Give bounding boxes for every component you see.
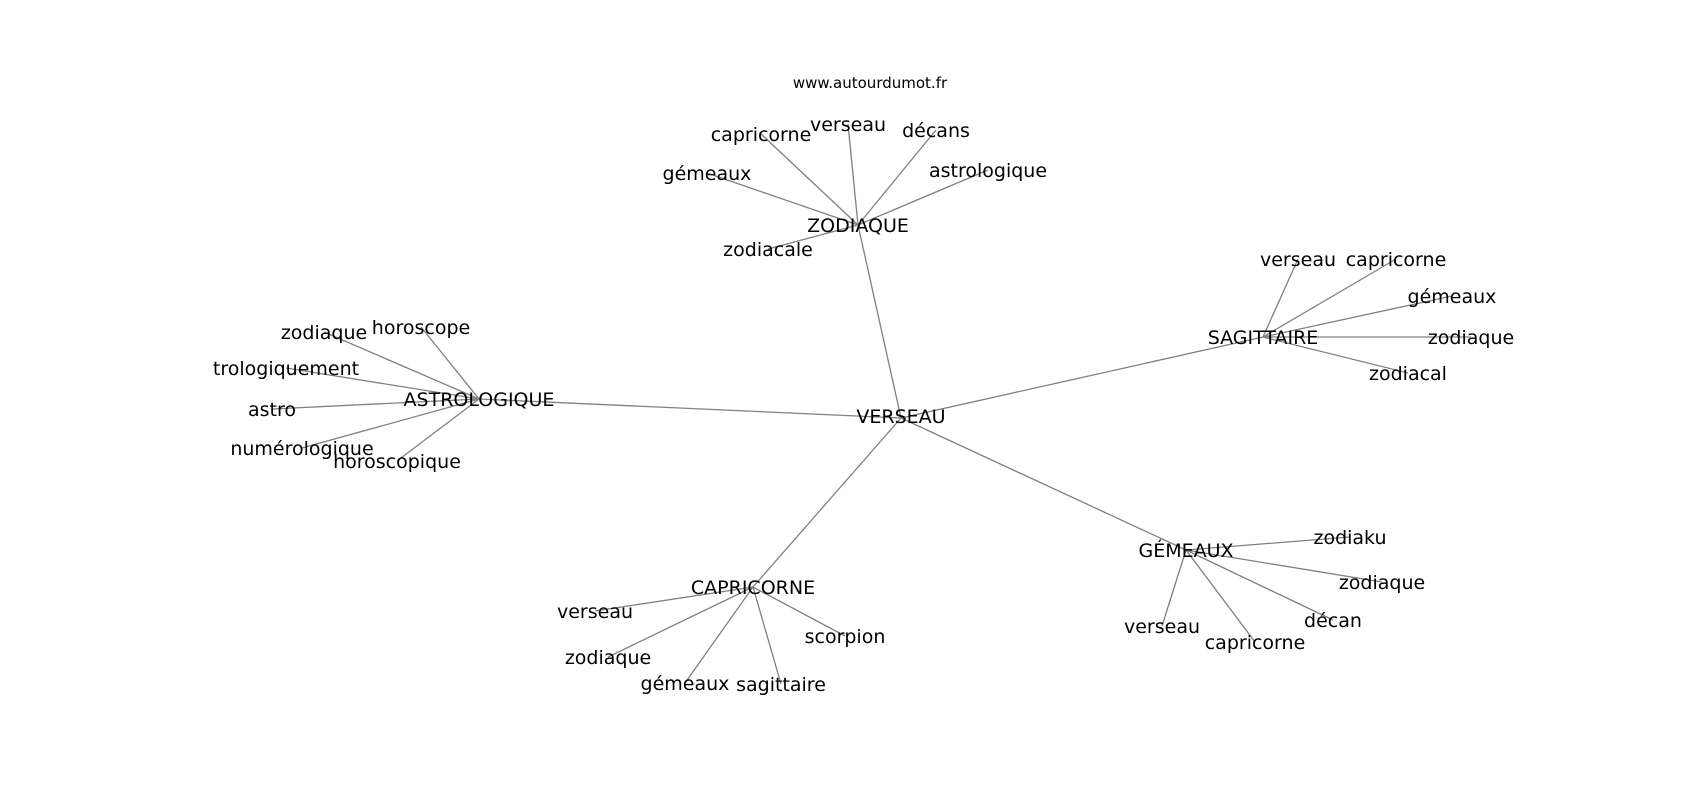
- leaf-node-label: verseau: [1124, 616, 1200, 638]
- leaf-node-label: numérologique: [230, 438, 373, 460]
- leaf-node-label: capricorne: [1346, 249, 1447, 271]
- edge-hub-to-leaf: [1262, 258, 1299, 338]
- leaf-node-label: astro: [248, 399, 296, 421]
- edge-hub-to-leaf: [752, 586, 782, 685]
- edge-hub-to-leaf: [684, 586, 754, 684]
- edge-hub-to-leaf: [1161, 549, 1187, 627]
- leaf-node-label: sagittaire: [736, 674, 826, 696]
- leaf-node-label: verseau: [1260, 249, 1336, 271]
- edge-hub-to-leaf: [847, 123, 859, 226]
- edge-center-to-hub: [478, 398, 902, 419]
- leaf-node-label: scorpion: [805, 626, 886, 648]
- leaf-node-label: décan: [1304, 610, 1362, 632]
- edge-hub-to-leaf: [760, 133, 859, 226]
- edge-hub-to-leaf: [752, 586, 846, 637]
- leaf-node-label: gémeaux: [663, 163, 752, 185]
- leaf-node-label: zodiacale: [723, 239, 813, 261]
- leaf-node-label: gémeaux: [641, 673, 730, 695]
- edge-hub-to-leaf: [607, 586, 754, 658]
- edge-hub-to-leaf: [706, 172, 859, 226]
- leaf-node-label: gémeaux: [1408, 286, 1497, 308]
- hub-node-label: CAPRICORNE: [691, 577, 815, 599]
- edge-hub-to-leaf: [767, 224, 859, 250]
- leaf-node-label: verseau: [810, 114, 886, 136]
- edge-hub-to-leaf: [323, 331, 480, 400]
- leaf-node-label: zodiaque: [1428, 327, 1514, 349]
- leaf-node-label: zodiacal: [1369, 363, 1447, 385]
- edge-center-to-hub: [857, 224, 902, 419]
- edge-hub-to-leaf: [1185, 536, 1351, 551]
- leaf-node-label: capricorne: [711, 124, 812, 146]
- leaf-node-label: horoscope: [372, 317, 470, 339]
- watermark-text: www.autourdumot.fr: [793, 74, 948, 92]
- center-node-label: VERSEAU: [856, 406, 945, 428]
- leaf-node-label: capricorne: [1205, 632, 1306, 654]
- edge-center-to-hub: [900, 336, 1264, 419]
- edge-hub-to-leaf: [1262, 336, 1409, 374]
- edge-hub-to-leaf: [1185, 549, 1256, 643]
- edge-hub-to-leaf: [1185, 549, 1383, 583]
- leaf-node-label: zodiaque: [565, 647, 651, 669]
- edge-hub-to-leaf: [857, 129, 937, 226]
- leaf-node-label: astrologique: [929, 160, 1047, 182]
- edge-hub-to-leaf: [271, 398, 480, 410]
- edge-hub-to-leaf: [420, 326, 480, 400]
- leaf-node-label: zodiaku: [1313, 527, 1386, 549]
- leaf-node-label: horoscopique: [333, 451, 461, 473]
- leaf-node-label: verseau: [557, 601, 633, 623]
- leaf-node-label: zodiaque: [1339, 572, 1425, 594]
- leaf-node-label: trologiquement: [213, 358, 359, 380]
- edge-center-to-hub: [752, 417, 902, 588]
- leaf-node-label: zodiaque: [281, 322, 367, 344]
- edge-hub-to-leaf: [1185, 549, 1334, 621]
- labels-layer: www.autourdumot.fr VERSEAU verseaucapric…: [213, 74, 1514, 696]
- edge-hub-to-leaf: [396, 398, 480, 462]
- hub-node-label: SAGITTAIRE: [1208, 327, 1319, 349]
- hub-node-label: ASTROLOGIQUE: [404, 389, 555, 411]
- edge-hub-to-leaf: [1262, 258, 1397, 338]
- leaf-node-label: décans: [902, 120, 970, 142]
- edge-hub-to-leaf: [857, 169, 989, 226]
- hub-node-label: ZODIAQUE: [807, 215, 909, 237]
- hub-node-label: GÉMEAUX: [1138, 539, 1233, 562]
- edge-hub-to-leaf: [1262, 295, 1453, 338]
- edge-hub-to-leaf: [594, 586, 754, 612]
- edge-hub-to-leaf: [301, 398, 480, 449]
- edge-center-to-hub: [900, 417, 1187, 551]
- edge-hub-to-leaf: [285, 367, 480, 400]
- edges-layer: [271, 123, 1471, 685]
